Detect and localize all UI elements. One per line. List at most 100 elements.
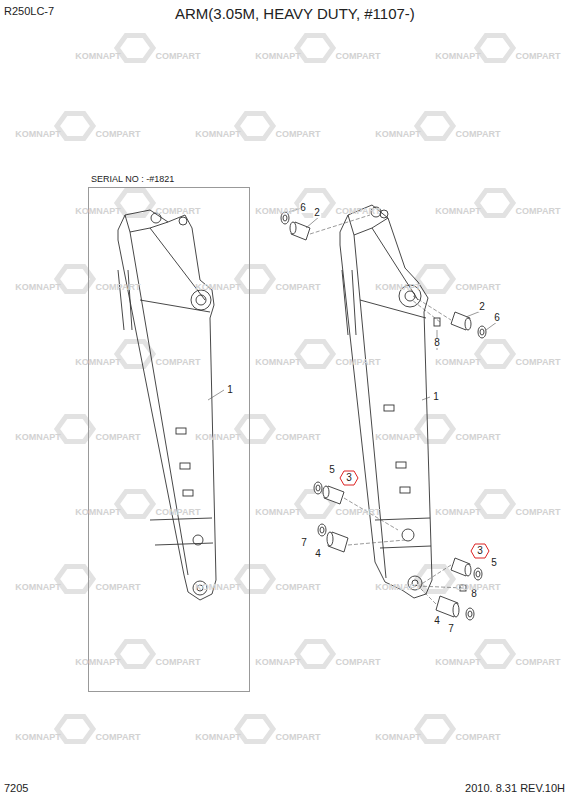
watermark: COMPART bbox=[456, 733, 501, 742]
watermark: COMPART bbox=[156, 508, 201, 517]
callout-number: 8 bbox=[433, 338, 441, 348]
left-arm bbox=[118, 210, 216, 600]
watermark: KOMNAPT bbox=[195, 283, 241, 292]
watermark: KOMNAPT bbox=[195, 130, 241, 139]
watermark: KOMNAPT bbox=[255, 207, 301, 216]
callout-number: 2 bbox=[478, 302, 486, 312]
watermark-hex bbox=[57, 114, 93, 139]
callout-number: 5 bbox=[328, 465, 336, 475]
watermark-hex bbox=[297, 642, 333, 667]
watermark: COMPART bbox=[516, 508, 561, 517]
watermark: KOMNAPT bbox=[375, 283, 421, 292]
watermark-hex bbox=[417, 114, 453, 139]
watermark: KOMNAPT bbox=[15, 433, 61, 442]
watermark-hex bbox=[417, 717, 453, 742]
watermark-hex bbox=[117, 36, 153, 61]
watermark: KOMNAPT bbox=[435, 658, 481, 667]
watermark-hex bbox=[477, 191, 513, 216]
watermark: KOMNAPT bbox=[255, 508, 301, 517]
watermark: COMPART bbox=[96, 283, 141, 292]
watermark: COMPART bbox=[96, 583, 141, 592]
watermark-hex bbox=[237, 717, 273, 742]
right-arm bbox=[340, 205, 432, 598]
watermark-logos bbox=[57, 36, 513, 742]
callout-number: 7 bbox=[447, 624, 455, 634]
callout-number: 4 bbox=[314, 549, 322, 559]
watermark: COMPART bbox=[156, 358, 201, 367]
watermark: KOMNAPT bbox=[375, 733, 421, 742]
watermark: KOMNAPT bbox=[15, 283, 61, 292]
watermark-hex bbox=[117, 492, 153, 517]
watermark: KOMNAPT bbox=[15, 130, 61, 139]
callout-number: 3 bbox=[345, 473, 353, 483]
watermark: COMPART bbox=[276, 583, 321, 592]
title: ARM(3.05M, HEAVY DUTY, #1107-) bbox=[175, 6, 415, 21]
page-text: 2010. 8.31 REV.10H bbox=[465, 783, 565, 794]
watermark-hex bbox=[477, 642, 513, 667]
watermark: COMPART bbox=[336, 658, 381, 667]
watermark: COMPART bbox=[456, 433, 501, 442]
watermark: COMPART bbox=[276, 433, 321, 442]
watermark: COMPART bbox=[276, 733, 321, 742]
watermark-hex bbox=[477, 342, 513, 367]
callout-number: 1 bbox=[226, 385, 234, 395]
watermark: KOMNAPT bbox=[75, 358, 121, 367]
watermark: COMPART bbox=[456, 583, 501, 592]
callout-number: 6 bbox=[493, 313, 501, 323]
watermark: COMPART bbox=[336, 207, 381, 216]
watermark-hex bbox=[237, 114, 273, 139]
watermark: KOMNAPT bbox=[15, 733, 61, 742]
watermark: KOMNAPT bbox=[255, 52, 301, 61]
watermark-hex bbox=[237, 267, 273, 292]
callout-number: 1 bbox=[432, 392, 440, 402]
watermark-hex bbox=[477, 492, 513, 517]
watermark: KOMNAPT bbox=[195, 433, 241, 442]
callout-number: 3 bbox=[476, 546, 484, 556]
watermark: KOMNAPT bbox=[15, 583, 61, 592]
page-text: 7205 bbox=[4, 783, 28, 794]
pins-bushings bbox=[281, 212, 486, 620]
watermark-hex bbox=[297, 342, 333, 367]
watermark: KOMNAPT bbox=[75, 508, 121, 517]
watermark-hex bbox=[117, 342, 153, 367]
watermark: COMPART bbox=[516, 658, 561, 667]
watermark: COMPART bbox=[276, 130, 321, 139]
watermark: COMPART bbox=[156, 52, 201, 61]
watermark: KOMNAPT bbox=[435, 52, 481, 61]
watermark: COMPART bbox=[96, 433, 141, 442]
watermark-hex bbox=[417, 567, 453, 592]
watermark: KOMNAPT bbox=[435, 358, 481, 367]
watermark: COMPART bbox=[96, 130, 141, 139]
watermark-hex bbox=[417, 267, 453, 292]
watermark: KOMNAPT bbox=[195, 583, 241, 592]
callout-leaders bbox=[208, 207, 497, 400]
watermark: COMPART bbox=[336, 508, 381, 517]
watermark-hex bbox=[57, 717, 93, 742]
callout-number: 7 bbox=[300, 538, 308, 548]
watermark: KOMNAPT bbox=[375, 433, 421, 442]
watermark: COMPART bbox=[96, 733, 141, 742]
watermark: KOMNAPT bbox=[255, 658, 301, 667]
watermark-hex bbox=[477, 36, 513, 61]
watermark: COMPART bbox=[156, 207, 201, 216]
serial-heading: SERIAL NO : -#1821 bbox=[91, 175, 174, 184]
watermark: COMPART bbox=[516, 358, 561, 367]
watermark: KOMNAPT bbox=[75, 52, 121, 61]
watermark: KOMNAPT bbox=[435, 207, 481, 216]
watermark-hex bbox=[117, 642, 153, 667]
watermark: COMPART bbox=[276, 283, 321, 292]
watermark: COMPART bbox=[336, 358, 381, 367]
watermark: COMPART bbox=[516, 52, 561, 61]
watermark: COMPART bbox=[456, 283, 501, 292]
watermark: KOMNAPT bbox=[375, 130, 421, 139]
watermark: COMPART bbox=[516, 207, 561, 216]
watermark-hex bbox=[117, 191, 153, 216]
watermark-hex bbox=[237, 567, 273, 592]
callout-number: 2 bbox=[313, 208, 321, 218]
callout-number: 4 bbox=[433, 616, 441, 626]
watermark: KOMNAPT bbox=[255, 358, 301, 367]
leader-lines bbox=[310, 215, 463, 604]
watermark: COMPART bbox=[456, 130, 501, 139]
watermark: KOMNAPT bbox=[75, 658, 121, 667]
watermark: KOMNAPT bbox=[75, 207, 121, 216]
